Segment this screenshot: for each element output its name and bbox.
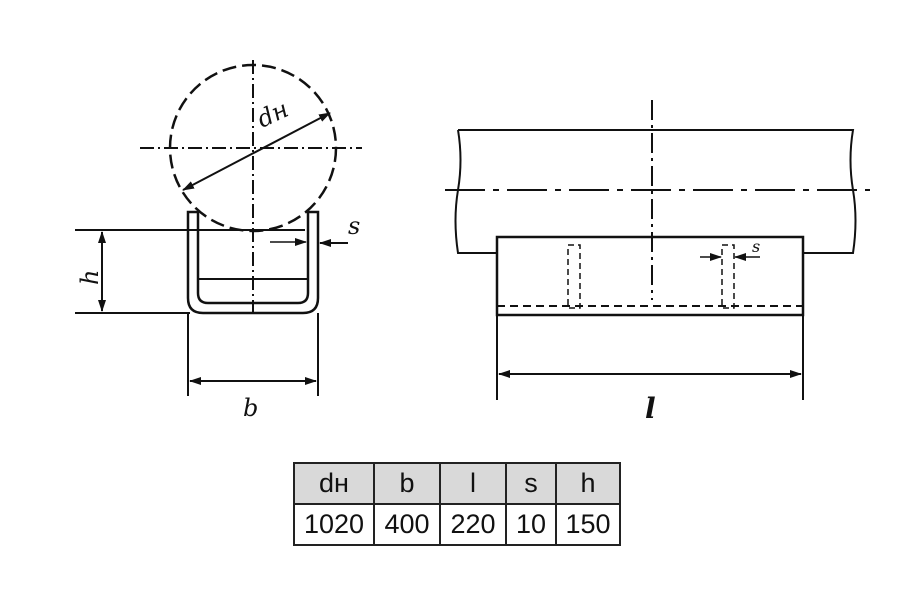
rib-right bbox=[721, 244, 735, 309]
label-l: l bbox=[645, 392, 656, 425]
value-dn: 1020 bbox=[293, 503, 375, 546]
support-plate bbox=[495, 235, 805, 317]
label-s-right: s bbox=[752, 237, 760, 256]
header-s: s bbox=[505, 462, 557, 505]
channel-support bbox=[186, 210, 320, 315]
label-s: s bbox=[348, 212, 360, 240]
side-view bbox=[75, 60, 362, 396]
value-l: 220 bbox=[439, 503, 507, 546]
value-h: 150 bbox=[555, 503, 621, 546]
header-b: b bbox=[373, 462, 441, 505]
header-dn: dн bbox=[293, 462, 375, 505]
value-s: 10 bbox=[505, 503, 557, 546]
header-l: l bbox=[439, 462, 507, 505]
rib-left bbox=[567, 244, 581, 309]
label-b: b bbox=[243, 394, 258, 422]
label-h: h bbox=[76, 270, 104, 285]
dimensions-table: dн b l s h 1020 400 220 10 150 bbox=[293, 462, 621, 546]
label-diameter: dн bbox=[253, 95, 293, 134]
pipe-outline-left bbox=[454, 129, 497, 254]
pipe-outline-right bbox=[458, 129, 857, 254]
table-row: 1020 400 220 10 150 bbox=[293, 503, 621, 546]
header-h: h bbox=[555, 462, 621, 505]
front-view bbox=[445, 100, 870, 400]
value-b: 400 bbox=[373, 503, 441, 546]
diameter-dimension bbox=[182, 112, 331, 191]
table-header-row: dн b l s h bbox=[293, 462, 621, 505]
